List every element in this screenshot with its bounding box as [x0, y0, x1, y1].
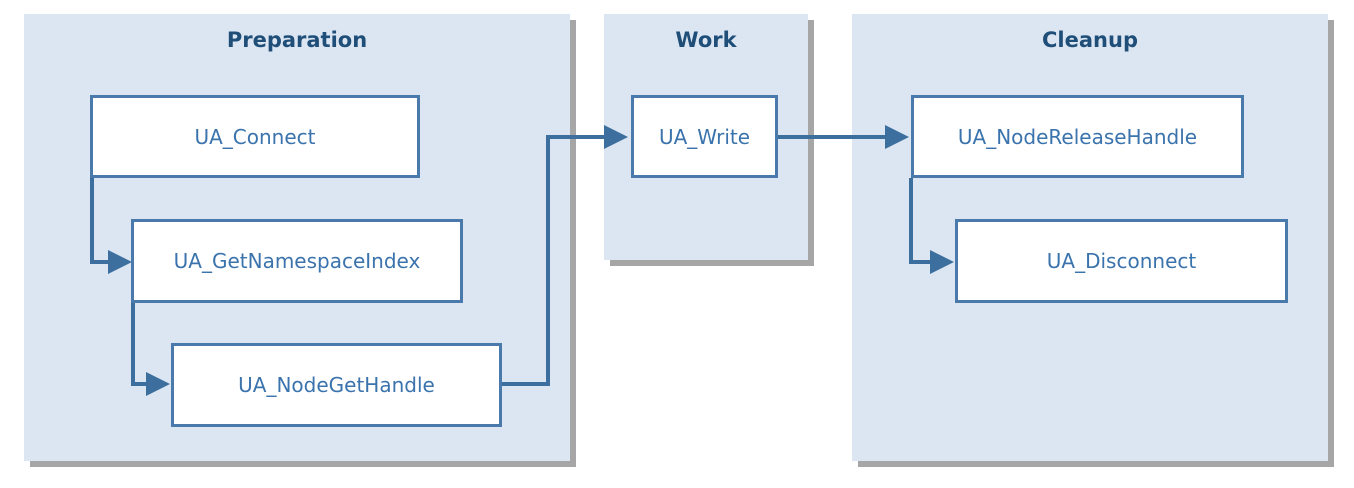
- group-title-cleanup: Cleanup: [1042, 28, 1138, 52]
- node-ua-connect: UA_Connect: [90, 95, 420, 178]
- node-ua-nodereleasehandle: UA_NodeReleaseHandle: [911, 95, 1244, 178]
- node-ua-disconnect: UA_Disconnect: [955, 219, 1288, 303]
- connector-namespace-to-nodegethandle: [131, 303, 170, 396]
- node-ua-getnamespaceindex: UA_GetNamespaceIndex: [131, 219, 463, 303]
- connector-nodegethandle-to-write: [502, 125, 628, 386]
- group-title-work: Work: [675, 28, 737, 52]
- node-ua-write: UA_Write: [631, 95, 778, 178]
- group-title-preparation: Preparation: [226, 28, 368, 52]
- connector-releasehandle-to-disconnect: [909, 178, 954, 274]
- connector-connect-to-namespace: [90, 178, 132, 274]
- node-ua-nodegethandle: UA_NodeGetHandle: [171, 343, 502, 427]
